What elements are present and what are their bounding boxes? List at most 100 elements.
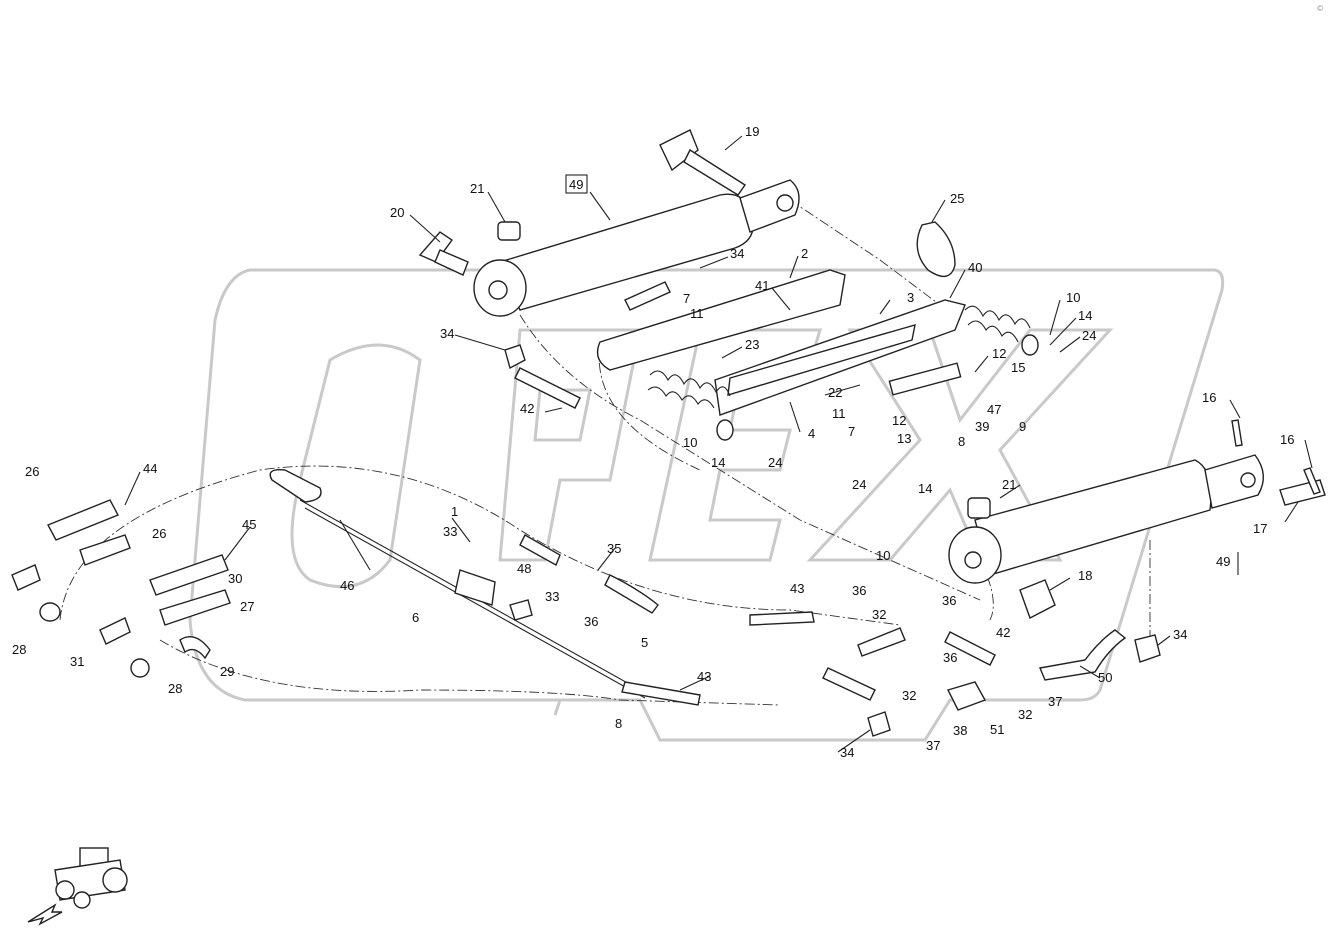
- callout-14: 14: [918, 481, 932, 496]
- pin-16b[interactable]: [1303, 467, 1321, 495]
- cylinder-48[interactable]: [454, 569, 496, 606]
- washer-10b[interactable]: [716, 419, 734, 441]
- callout-47: 47: [987, 402, 1001, 417]
- bushing-21b[interactable]: [967, 497, 991, 519]
- callout-21: 21: [1002, 477, 1016, 492]
- callout-42: 42: [520, 401, 534, 416]
- assembly-chain-lines: [59, 199, 1151, 706]
- callout-12: 12: [892, 413, 906, 428]
- callout-18: 18: [1078, 568, 1092, 583]
- callout-22: 22: [828, 385, 842, 400]
- callout-10: 10: [683, 435, 697, 450]
- callout-20: 20: [390, 205, 404, 220]
- callout-37: 37: [926, 738, 940, 753]
- tube-43-upper[interactable]: [519, 534, 561, 566]
- pin-18[interactable]: [1019, 579, 1056, 619]
- hose-32[interactable]: [857, 627, 906, 657]
- callout-box-49: [565, 174, 588, 194]
- callout-43: 43: [697, 669, 711, 684]
- callout-34: 34: [840, 745, 854, 760]
- bushing-21[interactable]: [497, 221, 521, 241]
- hose-42-upper[interactable]: [624, 281, 671, 311]
- fitting-34-right[interactable]: [1134, 634, 1161, 663]
- fitting-28a[interactable]: [11, 564, 41, 591]
- plate-22[interactable]: [888, 362, 962, 396]
- spring-right[interactable]: [964, 305, 1031, 343]
- callout-6: 6: [412, 610, 419, 625]
- callout-11: 11: [832, 406, 846, 421]
- callout-24: 24: [1082, 328, 1096, 343]
- callout-34: 34: [1173, 627, 1187, 642]
- tractor-icon: [54, 847, 128, 909]
- coupling-44[interactable]: [47, 499, 131, 566]
- callout-34: 34: [730, 246, 744, 261]
- coupling-45[interactable]: [149, 554, 231, 626]
- callout-11: 11: [690, 306, 704, 321]
- upper-cylinder[interactable]: [473, 179, 800, 317]
- callout-37: 37: [1048, 694, 1062, 709]
- fitting-34-lower[interactable]: [867, 711, 891, 737]
- callout-12: 12: [992, 346, 1006, 361]
- callout-34: 34: [440, 326, 454, 341]
- callout-42: 42: [996, 625, 1010, 640]
- spring-left[interactable]: [647, 370, 731, 409]
- hose-43-lower[interactable]: [621, 681, 701, 706]
- callout-44: 44: [143, 461, 157, 476]
- callout-21: 21: [470, 181, 484, 196]
- callout-36: 36: [852, 583, 866, 598]
- washer-10a[interactable]: [1021, 334, 1039, 356]
- hose-42-middle[interactable]: [514, 367, 581, 409]
- callout-36: 36: [943, 650, 957, 665]
- callout-13: 13: [897, 431, 911, 446]
- callout-17: 17: [1253, 521, 1267, 536]
- callout-32: 32: [1018, 707, 1032, 722]
- lower-cylinder[interactable]: [948, 454, 1264, 584]
- callout-24: 24: [768, 455, 782, 470]
- hose-42-lower[interactable]: [944, 631, 996, 666]
- callout-32: 32: [872, 607, 886, 622]
- clip-29[interactable]: [179, 636, 211, 660]
- pin-16a[interactable]: [1231, 419, 1243, 447]
- callout-40: 40: [968, 260, 982, 275]
- cap-28a[interactable]: [39, 602, 61, 622]
- callout-2: 2: [801, 246, 808, 261]
- fitting-33[interactable]: [509, 599, 533, 621]
- fitting-31[interactable]: [99, 617, 131, 645]
- callout-49: 49: [569, 177, 583, 192]
- leader-lines: [124, 135, 1313, 753]
- callout-14: 14: [1078, 308, 1092, 323]
- fitting-34-upper[interactable]: [504, 344, 526, 370]
- callout-16: 16: [1202, 390, 1216, 405]
- callout-28: 28: [12, 642, 26, 657]
- callout-50: 50: [1098, 670, 1112, 685]
- callout-1: 1: [451, 504, 458, 519]
- hose-35[interactable]: [604, 574, 659, 614]
- pin-19[interactable]: [659, 129, 746, 196]
- callout-3: 3: [907, 290, 914, 305]
- tube-50[interactable]: [1039, 629, 1127, 681]
- callout-27: 27: [240, 599, 254, 614]
- callout-38: 38: [953, 723, 967, 738]
- clamp-25[interactable]: [916, 221, 956, 278]
- callout-41: 41: [755, 278, 769, 293]
- callout-26: 26: [152, 526, 166, 541]
- callout-32: 32: [902, 688, 916, 703]
- hose-middle-lower[interactable]: [822, 667, 876, 701]
- block-51[interactable]: [947, 681, 987, 711]
- callout-33: 33: [443, 524, 457, 539]
- bracket-41[interactable]: [596, 269, 966, 416]
- callout-46: 46: [340, 578, 354, 593]
- callout-7: 7: [683, 291, 690, 306]
- callout-15: 15: [1011, 360, 1025, 375]
- callout-26: 26: [25, 464, 39, 479]
- pin-20[interactable]: [418, 231, 469, 276]
- cap-28b[interactable]: [130, 658, 150, 678]
- callout-33: 33: [545, 589, 559, 604]
- hose-43-right[interactable]: [749, 611, 815, 626]
- callout-16: 16: [1280, 432, 1294, 447]
- direction-arrow-icon: [27, 903, 63, 926]
- callout-8: 8: [958, 434, 965, 449]
- callout-9: 9: [1019, 419, 1026, 434]
- callout-39: 39: [975, 419, 989, 434]
